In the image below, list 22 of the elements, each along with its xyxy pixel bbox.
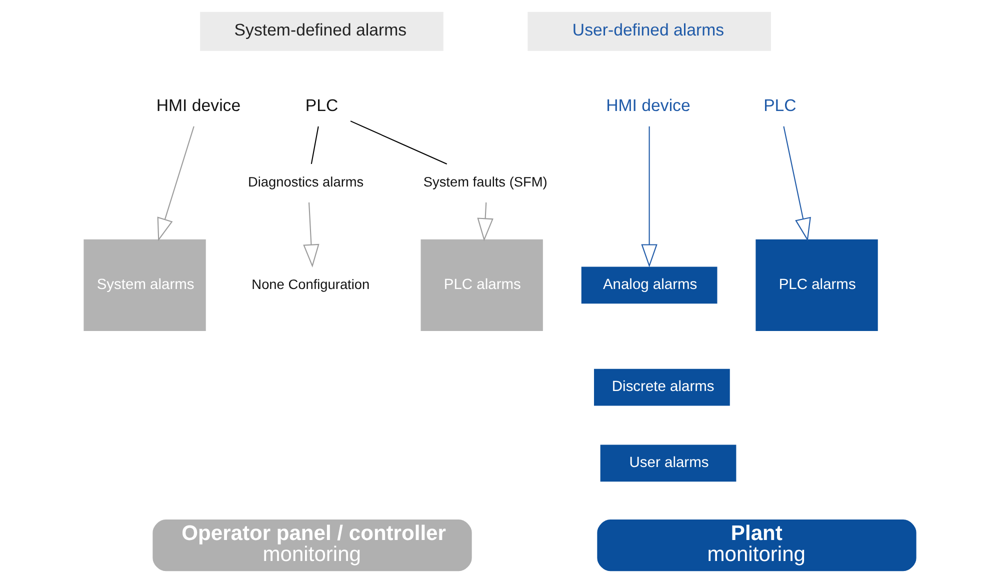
- node-box: PLC alarms: [420, 239, 543, 331]
- node-box: PLC alarms: [756, 239, 878, 331]
- node-box: User alarms: [599, 444, 738, 483]
- node-text: PLC: [764, 96, 796, 116]
- arrow: [477, 202, 494, 242]
- connector: [310, 126, 319, 164]
- node-text: HMI device: [606, 96, 690, 116]
- node-box: Plant monitoring: [597, 520, 916, 572]
- node-text: PLC: [305, 96, 338, 116]
- node-text: None Configuration: [252, 276, 370, 292]
- node-text: System faults (SFM): [423, 174, 548, 190]
- arrow: [157, 126, 194, 242]
- node-box: Operator panel / controller monitoring: [152, 520, 472, 572]
- arrow: [641, 126, 658, 268]
- node-box: Analog alarms: [580, 266, 718, 305]
- arrow: [783, 126, 811, 242]
- node-box: System alarms: [84, 239, 206, 331]
- arrow: [303, 202, 320, 268]
- connector: [350, 120, 448, 164]
- node-box: Discrete alarms: [592, 368, 731, 407]
- node-text: HMI device: [156, 96, 241, 116]
- node-text: Diagnostics alarms: [248, 174, 364, 190]
